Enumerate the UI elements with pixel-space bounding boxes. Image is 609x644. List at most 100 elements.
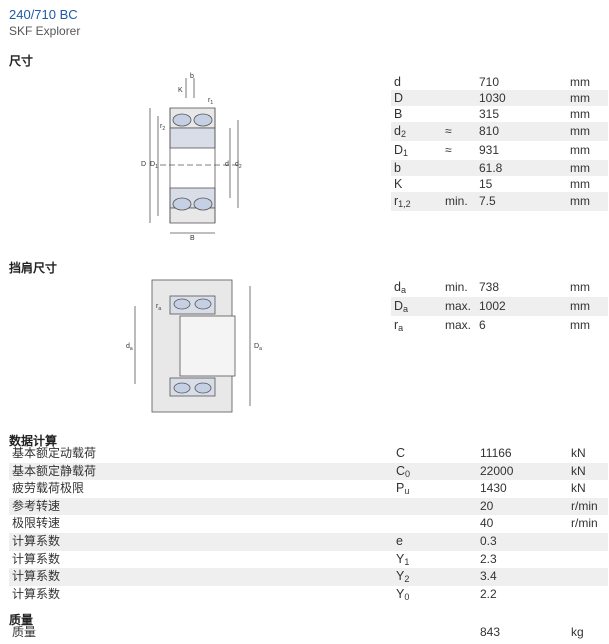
dimension-qualifier: max. [445, 318, 472, 332]
dimension-value: 315 [479, 107, 500, 121]
symbol-main: C [396, 463, 406, 478]
dimension-value: 15 [479, 177, 493, 191]
label-ra: ra [156, 303, 161, 312]
dimension-symbol: D [394, 90, 403, 106]
calc-label: 质量 [12, 625, 37, 639]
calc-unit: kN [571, 463, 586, 478]
dimension-unit: mm [570, 177, 590, 191]
calc-label: 计算系数 [12, 533, 61, 548]
dimension-qualifier: min. [445, 280, 468, 294]
dimension-value: 931 [479, 143, 500, 157]
dimension-unit: mm [570, 194, 590, 208]
dimension-symbol: d [394, 74, 401, 90]
dimension-unit: mm [570, 299, 590, 313]
calculation-heading: 数据计算 [9, 434, 58, 448]
label-d: d [225, 161, 229, 168]
symbol-main: Y [396, 551, 405, 566]
dimension-value: 7.5 [479, 194, 496, 208]
bearing-dimensions-drawing: b K r1 r2 D D1 d d2 B [141, 73, 242, 242]
dimensions-heading: 尺寸 [9, 54, 34, 68]
dimension-symbol: d2 [394, 122, 406, 144]
calc-row: 基本额定静载荷 C0 22000 kN [9, 462, 608, 484]
symbol-main: e [396, 533, 403, 548]
calc-row: 计算系数 Y0 2.2 [9, 586, 608, 604]
calc-symbol: Pu [396, 480, 409, 501]
calc-unit: r/min [571, 516, 598, 531]
product-subtitle: SKF Explorer [9, 24, 81, 38]
dimension-unit: mm [570, 280, 590, 294]
dimension-qualifier: ≈ [445, 124, 452, 138]
calc-symbol: C0 [396, 463, 410, 484]
symbol-main: Y [396, 586, 405, 601]
dimension-value: 738 [479, 280, 500, 294]
calc-label: 极限转速 [12, 516, 61, 531]
dimension-row: K 15 mm [391, 176, 608, 192]
calc-label: 计算系数 [12, 551, 61, 566]
symbol-subscript: 2 [400, 129, 406, 139]
calc-value: 1430 [480, 481, 507, 496]
calc-value: 20 [480, 498, 494, 513]
symbol-main: d [394, 280, 401, 294]
dimension-value: 61.8 [479, 161, 503, 175]
calc-symbol: e [396, 533, 403, 551]
calc-value: 40 [480, 516, 494, 531]
symbol-main: Y [396, 569, 405, 584]
dimension-unit: mm [570, 161, 590, 175]
calc-value: 2.2 [480, 586, 497, 601]
dimension-value: 1002 [479, 299, 506, 313]
dimension-symbol: r1,2 [394, 192, 411, 214]
dimension-symbol: da [394, 278, 406, 300]
label-D: D [141, 161, 146, 168]
dimension-unit: mm [570, 318, 590, 332]
calc-value: 11166 [480, 446, 512, 460]
symbol-main: C [396, 446, 406, 460]
calc-row: 极限转速 40 r/min [9, 515, 608, 533]
symbol-main: B [394, 107, 403, 121]
dimension-unit: mm [570, 75, 590, 89]
dimension-row: da min. 738 mm [391, 278, 608, 297]
symbol-main: K [394, 177, 403, 191]
dimension-value: 6 [479, 318, 486, 332]
calc-label: 参考转速 [12, 498, 61, 513]
symbol-main: r [394, 194, 399, 208]
symbol-main: r [394, 318, 399, 332]
dimension-symbol: b [394, 160, 401, 176]
symbol-subscript: 1,2 [398, 199, 411, 209]
label-Da: Da [254, 343, 262, 352]
label-r2: r2 [160, 123, 165, 132]
symbol-main: b [394, 161, 401, 175]
calc-unit: r/min [571, 498, 598, 513]
symbol-subscript: 2 [404, 574, 410, 585]
calc-label: 基本额定静载荷 [12, 463, 97, 478]
calc-row: 疲劳载荷极限 Pu 1430 kN [9, 480, 608, 498]
symbol-subscript: a [403, 304, 409, 314]
label-d2: d2 [235, 161, 242, 170]
label-D1: D1 [150, 161, 158, 170]
symbol-subscript: 0 [405, 468, 411, 479]
symbol-subscript: u [404, 486, 410, 497]
product-title: 240/710 BC [9, 7, 78, 22]
calc-value: 22000 [480, 463, 514, 478]
dimension-qualifier: ≈ [445, 143, 452, 157]
symbol-main: D [394, 299, 404, 313]
calc-unit: kN [571, 446, 586, 460]
calc-row: 参考转速 20 r/min [9, 497, 608, 516]
calc-unit: kN [571, 481, 586, 496]
calc-label: 计算系数 [12, 586, 61, 601]
calc-symbol: Y0 [396, 586, 409, 607]
mass-heading: 质量 [9, 613, 34, 627]
symbol-main: d [394, 75, 401, 89]
calc-label: 疲劳载荷极限 [12, 481, 85, 496]
dimension-symbol: Da [394, 297, 408, 319]
